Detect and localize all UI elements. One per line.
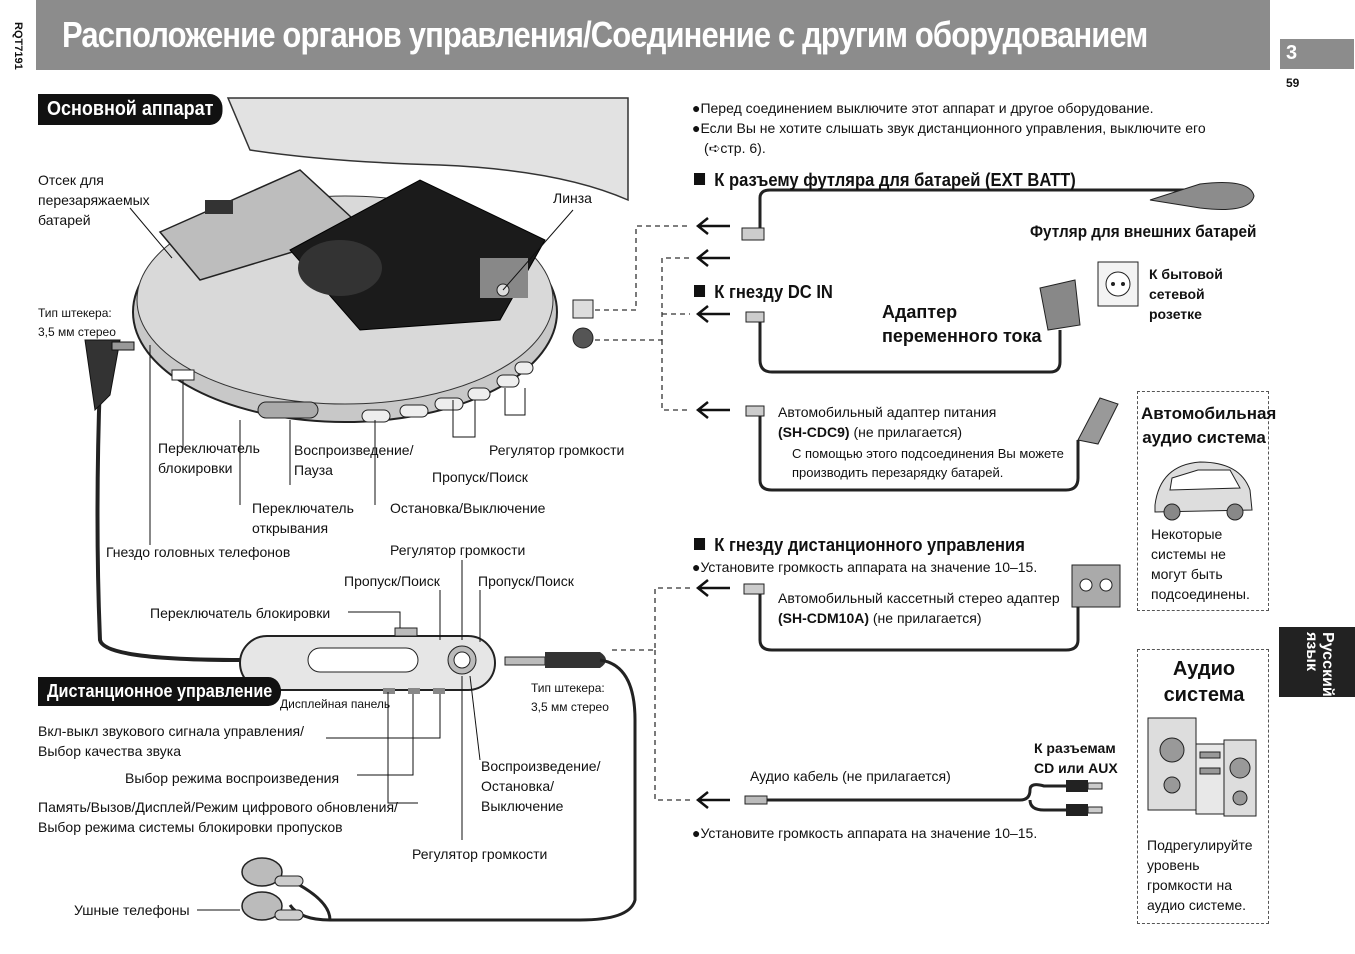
page-title: Расположение органов управления/Соединен…: [62, 14, 1148, 55]
play-pause-label: Воспроизведение/ Пауза: [294, 442, 414, 478]
remote-volume-top-label: Регулятор громкости: [390, 542, 526, 558]
car-audio-note: Некоторые системы не могут быть подсоеди…: [1151, 526, 1250, 602]
main-plug-type-label: Тип штекера: 3,5 мм стерео: [38, 306, 116, 339]
stop-off-label: Остановка/Выключение: [390, 500, 546, 516]
outlet-label: К бытовой сетевой розетке: [1149, 266, 1223, 322]
battery-compartment-label: Отсек для перезаряжаемых батарей: [38, 172, 150, 228]
car-adapter-plug: [1077, 397, 1119, 445]
open-switch-shape: [257, 401, 319, 419]
remote-heading: Дистанционное управление: [38, 677, 282, 706]
car-illustration: [1154, 461, 1253, 521]
page-label: 3: [1286, 42, 1298, 64]
audio-system-heading: Аудио система: [1163, 658, 1245, 706]
earphone-bottom: [241, 891, 304, 921]
cassette-adapter: [1071, 564, 1121, 608]
audio-connectors-label: К разъемам CD или AUX: [1034, 740, 1118, 776]
cd-lid: [226, 97, 629, 202]
lens-label: Линза: [553, 190, 592, 206]
language-tab: [1279, 627, 1355, 697]
spindle: [298, 240, 382, 296]
remote-hold-switch-label: Переключатель блокировки: [150, 605, 331, 621]
page-label-box: [1280, 39, 1354, 69]
main-plug: [84, 339, 121, 412]
ac-adapter: [1039, 279, 1081, 331]
headphones-jack-label: Гнездо головных телефонов: [106, 544, 291, 560]
audio-system-note: Подрегулируйте уровень громкости на ауди…: [1147, 837, 1253, 913]
main-unit-heading: Основной аппарат: [38, 94, 223, 125]
car-audio-heading: Автомобильная аудио система: [1141, 404, 1277, 447]
ext-batt-heading: К разъему футляра для батарей (EXT BATT): [694, 170, 1076, 191]
ext-batt-jack: [572, 299, 594, 319]
remote-plug-type-label: Тип штекера: 3,5 мм стерео: [531, 681, 609, 714]
car-adapter-label: Автомобильный адаптер питания (SH-CDC9) …: [778, 404, 997, 440]
battery-case-label: Футляр для внешних батарей: [1030, 222, 1257, 241]
cassette-adapter-label: Автомобильный кассетный стерео адаптер (…: [778, 590, 1060, 626]
dc-in-heading: К гнезду DC IN: [694, 282, 833, 303]
earphone-top: [241, 857, 304, 887]
car-audio-box: [1137, 391, 1269, 611]
battery-case: [1149, 182, 1255, 210]
audio-system-box: [1137, 649, 1269, 924]
battery-latch: [205, 200, 233, 214]
dc-in-jack: [572, 327, 594, 349]
remote-skip-right-label: Пропуск/Поиск: [478, 573, 574, 589]
page-number: 59: [1286, 76, 1300, 90]
earphones-label: Ушные телефоны: [74, 902, 190, 918]
remote-play-stop-label: Воспроизведение/ Остановка/ Выключение: [481, 758, 601, 814]
memory-label: Память/Вызов/Дисплей/Режим цифрового обн…: [38, 799, 398, 835]
remote-volume-bottom-label: Регулятор громкости: [412, 846, 548, 862]
open-switch-label: Переключатель открывания: [252, 500, 354, 536]
remote-jack-heading: К гнезду дистанционного управления: [694, 535, 1025, 556]
ac-adapter-label: Адаптер переменного тока: [882, 302, 1042, 346]
audio-cable-volume-note: ●Установите громкость аппарата на значен…: [692, 825, 1038, 841]
header-bar: [36, 0, 1270, 70]
remote-skip-left-label: Пропуск/Поиск: [344, 573, 440, 589]
hold-switch-label: Переключатель блокировки: [158, 440, 260, 476]
main-volume-label: Регулятор громкости: [489, 442, 625, 458]
stereo-illustration: [1147, 717, 1257, 817]
notes: ●Перед соединением выключите этот аппара…: [692, 100, 1206, 156]
car-adapter-desc: С помощью этого подсоединения Вы можете …: [792, 446, 1064, 480]
audio-cable-label: Аудио кабель (не прилагается): [750, 768, 951, 784]
skip-search-label: Пропуск/Поиск: [432, 469, 528, 485]
remote-jack-volume-note: ●Установите громкость аппарата на значен…: [692, 559, 1038, 575]
beep-quality-label: Вкл-выкл звукового сигнала управления/ В…: [38, 723, 304, 759]
display-panel-label: Дисплейная панель: [280, 697, 391, 711]
play-mode-label: Выбор режима воспроизведения: [125, 770, 340, 786]
language-tab-label: Русский язык: [1303, 632, 1336, 697]
